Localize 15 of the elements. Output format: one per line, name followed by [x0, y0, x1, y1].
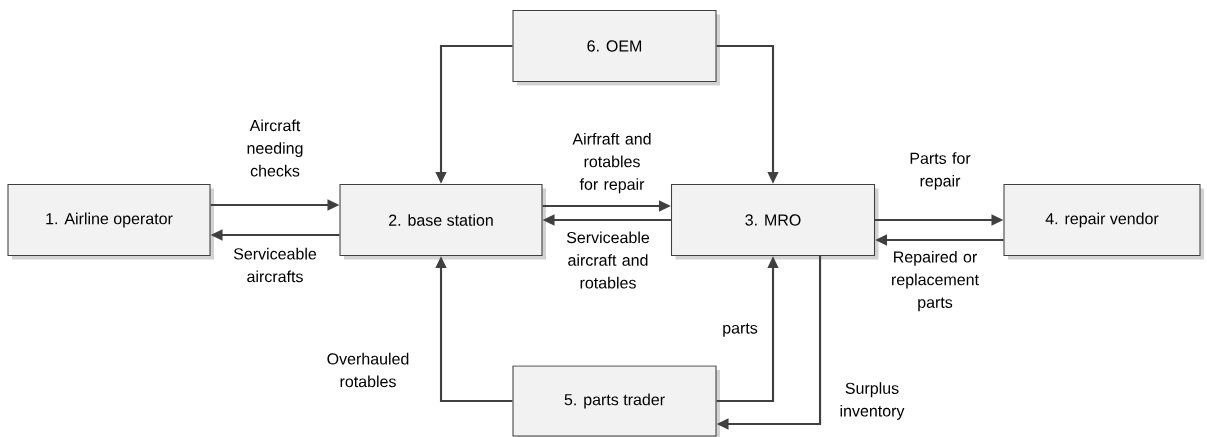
edge-label: Airfraft and rotables for repair [572, 132, 651, 194]
process-box: 1. Airline operator [7, 183, 211, 257]
process-box: 2. base station [339, 183, 543, 257]
edge-label: parts [723, 323, 758, 337]
process-box: 4. repair vendor [1003, 183, 1201, 257]
process-box: 3. MRO [670, 183, 876, 257]
process-box: 5. parts trader [512, 365, 717, 437]
edge-label: Serviceable aircrafts [233, 247, 317, 283]
edge-label: Repaired or replacement parts [892, 250, 979, 312]
process-box: 6. OEM [512, 9, 717, 83]
edge-label: Serviceable aircraft and rotables [566, 231, 650, 289]
edge-label: Overhauled rotables [327, 352, 409, 388]
edge-label: Parts for repair [910, 152, 971, 190]
edge-label: Aircraft needing checks [247, 119, 303, 177]
edge-label: Surplus inventory [840, 382, 905, 420]
